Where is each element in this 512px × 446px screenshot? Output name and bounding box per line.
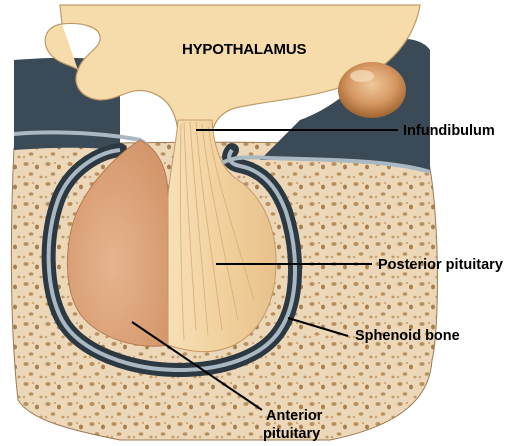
label-sphenoid-bone: Sphenoid bone — [355, 328, 460, 344]
label-posterior-pituitary: Posterior pituitary — [378, 257, 503, 273]
label-anterior-line1: Anterior — [266, 408, 323, 424]
mammillary-body — [338, 62, 406, 118]
label-anterior-line2: pituitary — [263, 426, 320, 442]
label-infundibulum: Infundibulum — [403, 123, 495, 139]
label-hypothalamus: HYPOTHALAMUS — [182, 41, 306, 58]
